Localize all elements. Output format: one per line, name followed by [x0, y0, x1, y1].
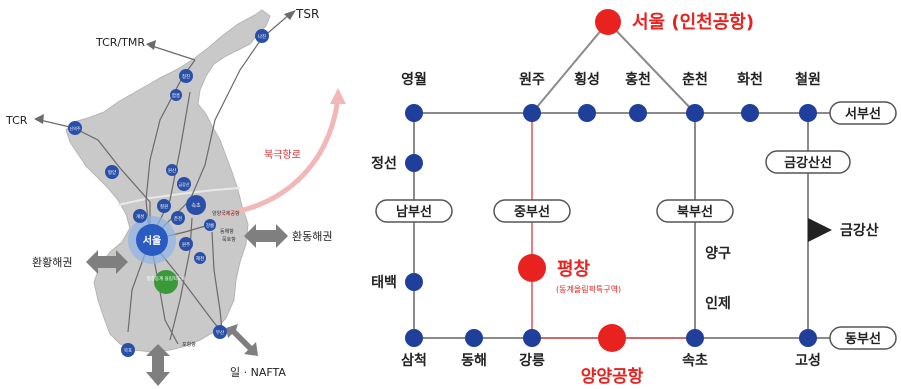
tsr-label: TSR — [295, 7, 319, 21]
pyeongchang-sub-label: (동계올림픽특구역) — [556, 284, 621, 294]
seobu-line-label: 서부선 — [845, 106, 881, 122]
korea-peninsula-map: 서울 평창동계 올림픽도시 나진 청진 신의주 평양 함흥 원산 금강산 개성 … — [5, 7, 346, 386]
line-pills: 서부선 동부선 남부선 중부선 북부선 금강산선 — [375, 101, 897, 350]
olympic-label: 평창동계 올림픽도시 — [147, 275, 186, 282]
yangyang-intl-label: 양양국제공항 — [212, 210, 240, 217]
jungbu-line-label: 중부선 — [514, 204, 550, 220]
peninsula-land — [65, 9, 271, 353]
top-station-labels: 영월 원주 횡성 홍천 춘천 화천 철원 — [401, 71, 821, 88]
bukbu-line-label: 북부선 — [677, 204, 713, 220]
badge-hamheung: 함흥 — [172, 92, 180, 99]
badge-chuncheon: 춘천 — [174, 215, 182, 222]
station-hoengseong: 횡성 — [574, 71, 600, 88]
olympic-badge — [154, 270, 178, 294]
badge-najin: 나진 — [258, 33, 266, 40]
mukho-port-label: 묵호항 — [222, 236, 236, 243]
badge-cheorwon: 철원 — [160, 203, 168, 210]
badge-jecheon: 제천 — [196, 255, 204, 262]
pyeongchang-node — [518, 254, 546, 282]
pyeongchang-label: 평창 — [557, 259, 591, 280]
pohang-port-label: 포항항 — [182, 341, 196, 348]
station-jeongseon: 정선 — [371, 155, 397, 172]
donghae-port-label: 동해항 — [220, 228, 234, 235]
japan-nafta-label: 일 · NAFTA — [230, 365, 286, 379]
station-yeongwol: 영월 — [401, 71, 427, 88]
port-labels: 양양국제공항 동해항 묵호항 포항항 — [182, 210, 240, 348]
badge-wonju: 원주 — [182, 241, 190, 248]
arctic-route-arrow — [219, 97, 341, 218]
top-stations — [405, 104, 817, 122]
badge-gaeseong: 개성 — [136, 213, 144, 220]
seoul-node — [595, 9, 621, 35]
station-cheorwon: 철원 — [795, 72, 821, 88]
badge-chongjin: 청진 — [182, 73, 190, 80]
station-taebaek: 태백 — [371, 275, 397, 291]
seoul-badge-label: 서울 — [143, 234, 161, 247]
station-goseong: 고성 — [795, 353, 821, 369]
station-hwacheon: 화천 — [737, 72, 763, 88]
bottom-station-labels: 삼척 동해 강릉 속초 고성 — [401, 352, 821, 369]
dongbu-line-label: 동부선 — [845, 331, 881, 347]
red-lines — [531, 113, 695, 339]
yangyang-node — [598, 324, 626, 352]
block-arrows — [86, 224, 288, 386]
arctic-route-label: 북극항로 — [264, 149, 301, 161]
station-samcheok: 삼척 — [401, 353, 427, 369]
seoul-badge — [136, 224, 168, 256]
badge-gangneung: 강릉 — [206, 222, 214, 229]
station-chuncheon: 춘천 — [682, 72, 708, 88]
badge-pyongyang: 평양 — [108, 169, 116, 176]
badge-mokpo: 목포 — [124, 348, 132, 354]
gray-lines — [413, 21, 830, 339]
geumgangsan-line-label: 금강산선 — [784, 155, 832, 171]
bottom-stations — [405, 329, 817, 347]
seoul-hub-label: 서울 (인천공항) — [632, 12, 754, 33]
station-gangneung: 강릉 — [519, 352, 545, 369]
rail-network-diagram: 영월 원주 횡성 홍천 춘천 화천 철원 정선 태백 삼척 동해 강릉 속초 — [371, 9, 897, 387]
station-sokcho: 속초 — [682, 353, 708, 369]
inje-label: 인제 — [705, 295, 731, 312]
dmz-line — [117, 187, 241, 206]
tcr-tmr-label: TCR/TMR — [95, 36, 145, 49]
yanggu-label: 양구 — [705, 246, 731, 262]
badge-sokcho: 속초 — [191, 202, 201, 209]
city-badges: 나진 청진 신의주 평양 함흥 원산 금강산 개성 철원 춘천 속초 강릉 원주… — [68, 29, 269, 357]
badge-geumgangsan: 금강산 — [178, 181, 189, 187]
station-wonju: 원주 — [519, 72, 545, 88]
nambu-line-label: 남부선 — [396, 204, 432, 220]
badge-sinuiju: 신의주 — [69, 125, 80, 131]
geumgangsan-label: 금강산 — [840, 222, 879, 239]
yellow-sea-rim-label: 환황해권 — [32, 255, 72, 269]
arctic-arrowhead — [330, 88, 346, 104]
left-stations — [405, 154, 423, 291]
tcr-label: TCR — [5, 114, 28, 127]
badge-wonsan: 원산 — [168, 167, 176, 174]
badge-busan: 부산 — [216, 329, 224, 336]
east-sea-rim-label: 환동해권 — [292, 229, 332, 243]
geumgangsan-arrow — [808, 218, 832, 242]
yangyang-airport-label: 양양공항 — [581, 366, 644, 387]
station-hongcheon: 홍천 — [625, 71, 651, 88]
station-donghae: 동해 — [461, 353, 487, 369]
